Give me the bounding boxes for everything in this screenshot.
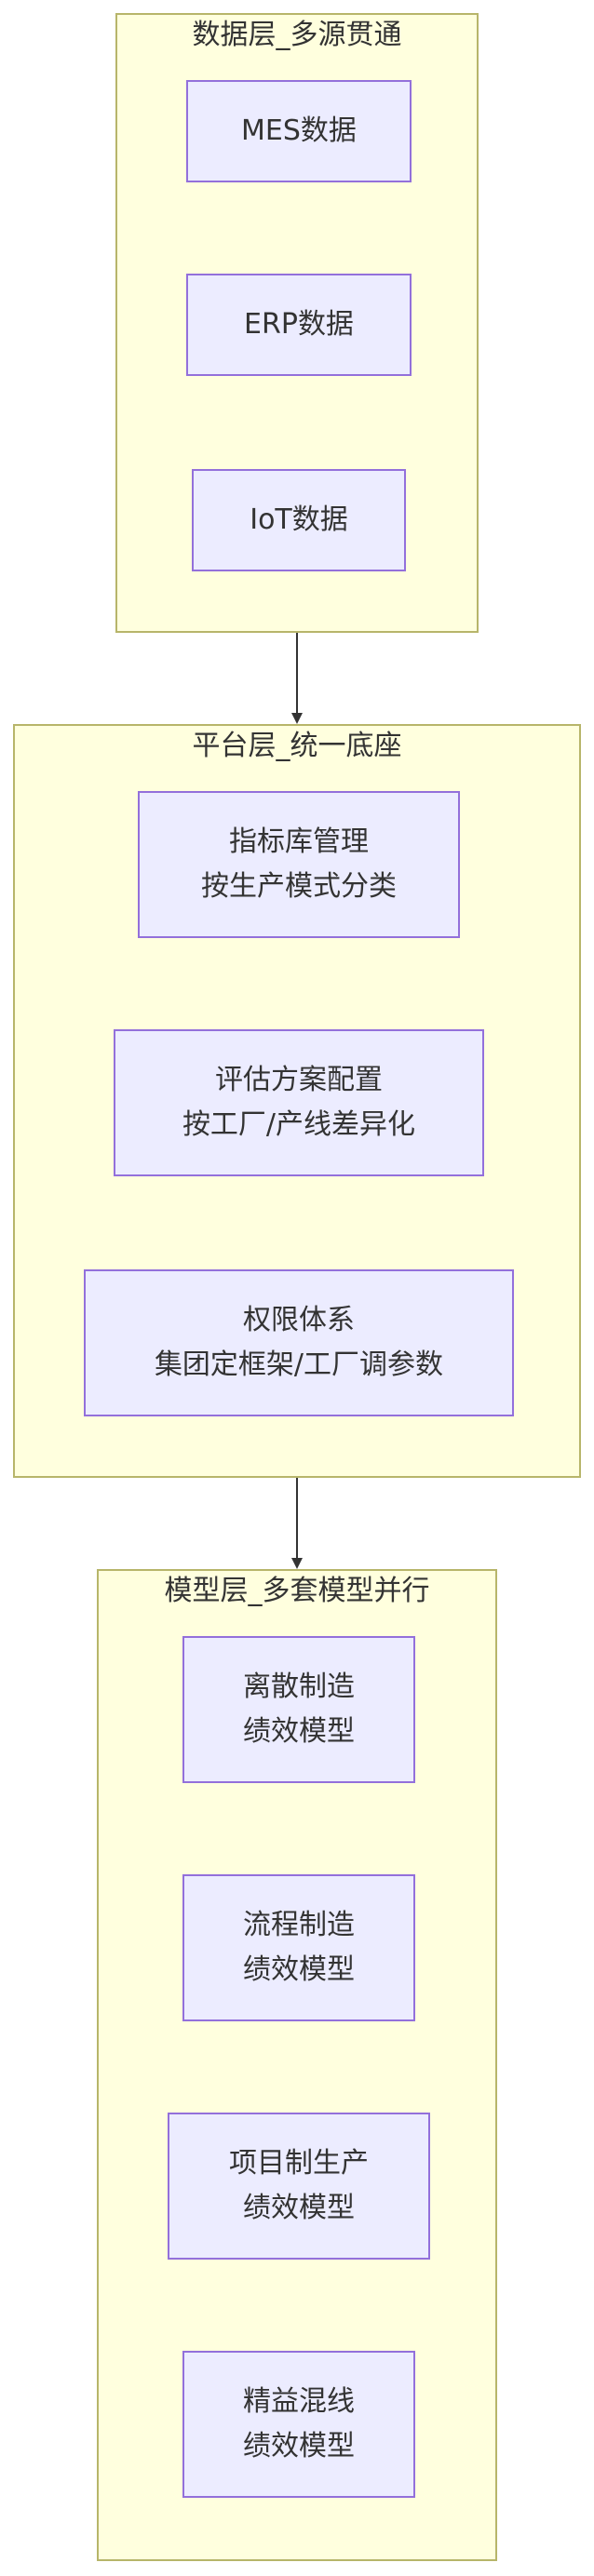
node-label-line-1: 项目制生产 bbox=[229, 2147, 369, 2180]
indicator-library-node[interactable]: 指标库管理 按生产模式分类 bbox=[138, 791, 460, 938]
node-label-line-2: 绩效模型 bbox=[243, 1953, 355, 1986]
node-label-line-2: 绩效模型 bbox=[243, 2430, 355, 2462]
discrete-manufacturing-model-node[interactable]: 离散制造 绩效模型 bbox=[182, 1636, 415, 1783]
erp-data-node[interactable]: ERP数据 bbox=[186, 274, 412, 376]
data-layer-title: 数据层_多源贯通 bbox=[192, 19, 402, 51]
project-production-model-node[interactable]: 项目制生产 绩效模型 bbox=[168, 2113, 430, 2260]
platform-layer-title: 平台层_统一底座 bbox=[192, 730, 402, 762]
node-label-line-2: 按工厂/产线差异化 bbox=[182, 1108, 416, 1141]
data-layer-group: 数据层_多源贯通 MES数据 ERP数据 IoT数据 bbox=[115, 13, 479, 633]
process-manufacturing-model-node[interactable]: 流程制造 绩效模型 bbox=[182, 1874, 415, 2021]
mes-data-node[interactable]: MES数据 bbox=[186, 80, 412, 182]
node-label: MES数据 bbox=[241, 114, 357, 147]
node-label-line-2: 绩效模型 bbox=[243, 2192, 355, 2224]
node-label-line-2: 集团定框架/工厂调参数 bbox=[154, 1348, 444, 1381]
platform-layer-group: 平台层_统一底座 指标库管理 按生产模式分类 评估方案配置 按工厂/产线差异化 … bbox=[13, 724, 581, 1478]
permission-system-node[interactable]: 权限体系 集团定框架/工厂调参数 bbox=[84, 1269, 514, 1416]
node-label-line-1: 流程制造 bbox=[243, 1909, 355, 1941]
model-layer-group: 模型层_多套模型并行 离散制造 绩效模型 流程制造 绩效模型 项目制生产 绩效模… bbox=[97, 1569, 497, 2561]
node-label: ERP数据 bbox=[244, 308, 354, 341]
node-label-line-2: 绩效模型 bbox=[243, 1715, 355, 1748]
lean-mixed-line-model-node[interactable]: 精益混线 绩效模型 bbox=[182, 2351, 415, 2498]
node-label-line-1: 权限体系 bbox=[243, 1304, 355, 1336]
model-layer-title: 模型层_多套模型并行 bbox=[164, 1575, 430, 1607]
evaluation-scheme-node[interactable]: 评估方案配置 按工厂/产线差异化 bbox=[114, 1029, 484, 1176]
node-label-line-1: 评估方案配置 bbox=[215, 1064, 383, 1096]
iot-data-node[interactable]: IoT数据 bbox=[192, 469, 406, 571]
node-label-line-1: 离散制造 bbox=[243, 1670, 355, 1703]
node-label: IoT数据 bbox=[250, 503, 348, 536]
node-label-line-1: 精益混线 bbox=[243, 2385, 355, 2418]
node-label-line-2: 按生产模式分类 bbox=[201, 870, 397, 903]
node-label-line-1: 指标库管理 bbox=[229, 825, 369, 858]
